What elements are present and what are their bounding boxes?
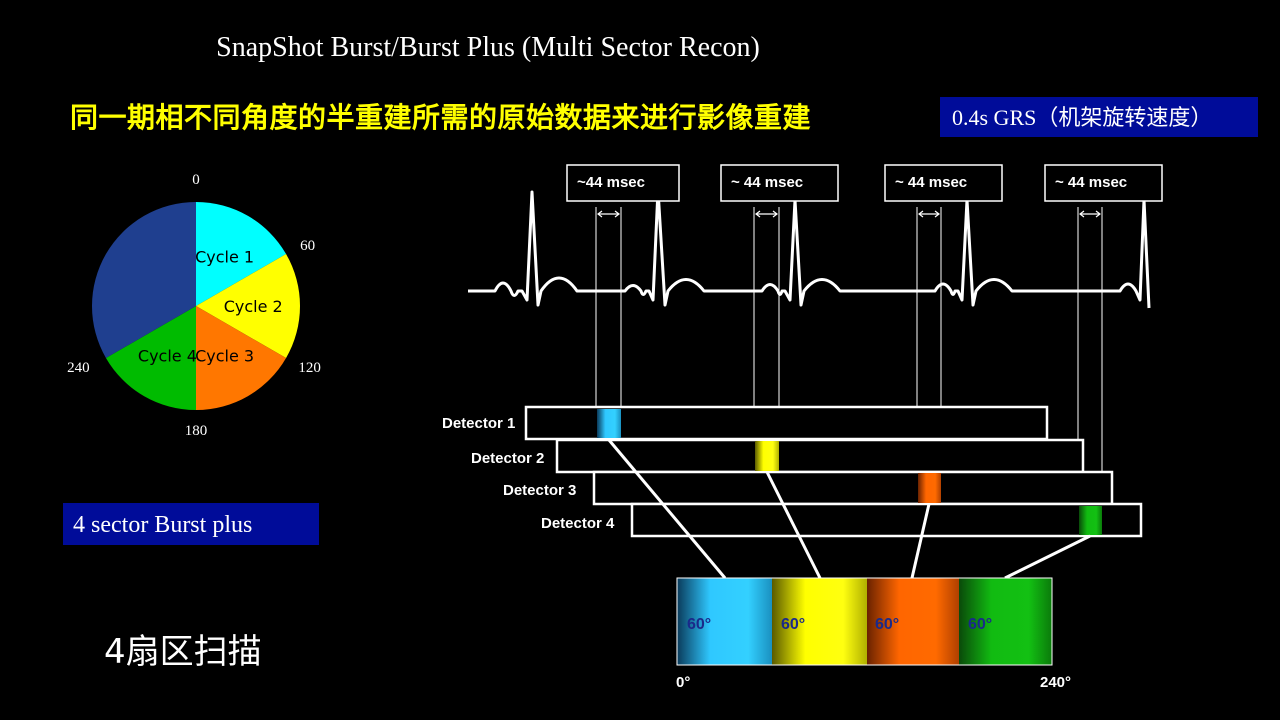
pie-slice-3 — [196, 306, 287, 410]
msec-label-3: ~ 44 msec — [895, 174, 967, 191]
detector-4-highlight — [1079, 506, 1102, 535]
detector-2-highlight — [755, 441, 779, 471]
msec-box-4 — [1044, 164, 1163, 202]
msec-window-boxes: ~44 msec ~ 44 msec ~ 44 msec ~ 44 msec — [566, 164, 1163, 202]
cycle-pie-chart — [92, 202, 300, 410]
pie-tick-240: 240 — [67, 360, 90, 376]
pie-tick-0: 0 — [192, 172, 200, 188]
msec-label-2: ~ 44 msec — [731, 174, 803, 191]
pie-slice-label-3: Cycle 3 — [195, 347, 254, 366]
pie-slice-5 — [92, 202, 196, 358]
ecg-waveform — [468, 188, 1151, 309]
slide-subtitle: 同一期相不同角度的半重建所需的原始数据来进行影像重建 — [70, 101, 812, 134]
pie-angle-ticks: 0 60 120 180 240 — [67, 172, 321, 439]
axis-end-label: 240° — [1040, 674, 1071, 691]
time-window-arrows — [597, 210, 1101, 218]
msec-box-1 — [566, 164, 680, 202]
slide-title: SnapShot Burst/Burst Plus (Multi Sector … — [216, 32, 760, 63]
mapping-lines — [607, 439, 1091, 580]
detector-bars: Detector 1 Detector 2 Detector 3 Detecto… — [442, 405, 1143, 538]
pie-slice-label-4: Cycle 4 — [138, 347, 197, 366]
pie-slice-2 — [196, 254, 300, 358]
recon-segment-3 — [867, 578, 959, 665]
pie-slice-4 — [105, 306, 196, 410]
recon-segment-label-3: 60° — [875, 616, 899, 633]
detector-1-highlight — [597, 409, 621, 438]
pie-slice-label-1: Cycle 1 — [195, 247, 254, 266]
recon-segment-label-4: 60° — [968, 616, 992, 633]
reconstruction-strip: 60° 60° 60° 60° 0° 240° — [676, 577, 1071, 691]
pie-tick-120: 120 — [298, 360, 321, 376]
detector-label-4: Detector 4 — [541, 515, 615, 532]
msec-label-4: ~ 44 msec — [1055, 174, 1127, 191]
detector-bar-3 — [592, 470, 1114, 506]
msec-label-1: ~44 msec — [577, 174, 645, 191]
pie-slice-label-2: Cycle 2 — [224, 297, 283, 316]
detector-bar-4 — [630, 502, 1143, 538]
recon-segment-label-1: 60° — [687, 616, 711, 633]
sector-label-box: 4 sector Burst plus — [63, 503, 319, 545]
recon-strip-border — [676, 577, 1053, 666]
detector-label-2: Detector 2 — [471, 450, 544, 467]
msec-box-2 — [720, 164, 839, 202]
pie-slice-1 — [196, 202, 287, 306]
pie-tick-180: 180 — [185, 423, 208, 439]
detector-label-1: Detector 1 — [442, 415, 515, 432]
detector-3-highlight — [918, 473, 941, 503]
recon-segment-2 — [772, 578, 867, 665]
detector-bar-2 — [555, 438, 1085, 474]
recon-segment-4 — [959, 578, 1052, 665]
pie-tick-60: 60 — [300, 238, 315, 254]
time-window-guides — [595, 207, 1103, 506]
detector-label-3: Detector 3 — [503, 482, 576, 499]
footer-label: 4扇区扫描 — [104, 632, 262, 672]
recon-segment-1 — [677, 578, 772, 665]
grs-label-box: 0.4s GRS（机架旋转速度） — [940, 97, 1258, 137]
recon-segment-label-2: 60° — [781, 616, 805, 633]
msec-box-3 — [884, 164, 1003, 202]
axis-start-label: 0° — [676, 674, 690, 691]
detector-highlights — [597, 409, 1102, 535]
